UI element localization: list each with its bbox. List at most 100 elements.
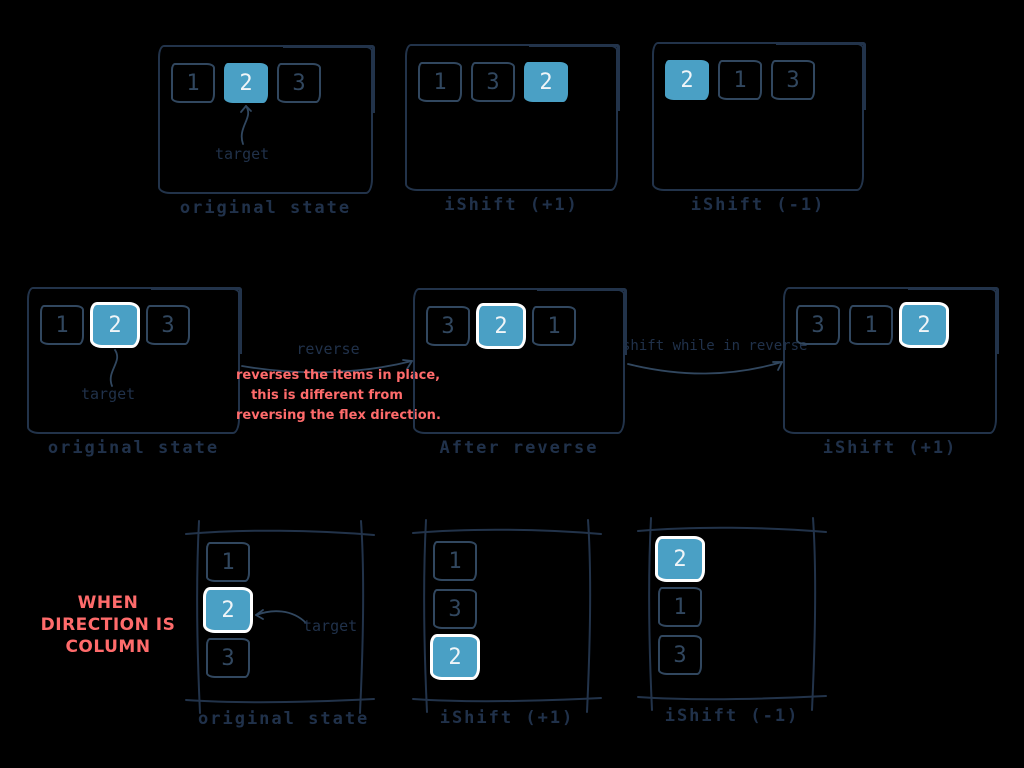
flex-item-value: 1	[433, 69, 447, 95]
flex-item-value: 3	[486, 69, 500, 95]
flex-item-value: 1	[547, 313, 561, 339]
flex-item-value: 2	[680, 67, 694, 93]
panel-row3-ishift-minus1: 2 1 3 iShift (-1)	[637, 517, 827, 726]
panel-row2-after-reverse: 3 2 1 After reverse	[413, 288, 628, 458]
column-note-line: COLUMN	[65, 637, 151, 657]
flex-item[interactable]: 3	[658, 635, 702, 675]
panel-caption: iShift (-1)	[690, 195, 826, 215]
panel-row1-original-state: 1 2 3 target original state	[158, 45, 376, 218]
flex-items: 1 2 3	[206, 542, 250, 678]
flex-item[interactable]: 1	[849, 305, 893, 345]
panel-row3-ishift-plus1: 1 3 2 iShift (+1)	[412, 519, 602, 728]
flex-container-column: 2 1 3	[637, 517, 827, 711]
flex-item-selected[interactable]: 2	[433, 637, 477, 677]
flex-item-value: 2	[917, 312, 931, 338]
panel-caption: original state	[179, 198, 352, 218]
flex-item[interactable]: 1	[532, 306, 576, 346]
flex-item-selected[interactable]: 2	[902, 305, 946, 345]
flex-items: 3 1 2	[796, 305, 946, 345]
flex-container: 3 2 1	[413, 288, 628, 434]
flex-items: 1 3 2	[433, 541, 477, 677]
flex-container: 2 1 3	[652, 42, 867, 191]
reverse-note-line: this is different from	[251, 388, 403, 403]
flex-item[interactable]: 3	[206, 638, 250, 678]
flex-item[interactable]: 1	[418, 62, 462, 102]
flex-items: 2 1 3	[665, 60, 815, 100]
flex-item-value: 3	[673, 642, 687, 668]
reverse-note-line: reverses the items in place,	[236, 368, 441, 383]
flex-item[interactable]: 3	[146, 305, 190, 345]
flex-item[interactable]: 3	[796, 305, 840, 345]
panel-caption: iShift (+1)	[822, 438, 958, 458]
flex-item-value: 1	[448, 548, 462, 574]
flex-item-value: 2	[221, 597, 235, 623]
flex-item[interactable]: 3	[277, 63, 321, 103]
panel-row3-original-state: 1 2 3 target original state	[185, 520, 375, 729]
flex-item[interactable]: 3	[426, 306, 470, 346]
flex-item-selected[interactable]: 2	[658, 539, 702, 579]
flex-item-value: 3	[292, 70, 306, 96]
flex-item-value: 3	[441, 313, 455, 339]
flex-item-value: 3	[448, 596, 462, 622]
flex-item-value: 1	[186, 70, 200, 96]
flex-item-value: 1	[221, 549, 235, 575]
flex-item[interactable]: 3	[471, 62, 515, 102]
flex-items: 3 2 1	[426, 306, 576, 346]
panel-caption: original state	[47, 438, 220, 458]
flex-item-highlighted[interactable]: 2	[224, 63, 268, 103]
reverse-arrow	[241, 359, 413, 374]
column-note-line: WHEN	[77, 593, 139, 613]
reverse-note-line: reversing the flex direction.	[236, 408, 441, 423]
flex-item[interactable]: 1	[658, 587, 702, 627]
flex-item-value: 2	[494, 313, 508, 339]
reverse-annotation-label: reverse	[296, 340, 360, 358]
flex-item-highlighted[interactable]: 2	[524, 62, 568, 102]
column-direction-note: WHEN DIRECTION IS COLUMN	[38, 592, 178, 658]
target-label: target	[303, 617, 358, 635]
flex-item-value: 3	[161, 312, 175, 338]
flex-item-value: 3	[811, 312, 825, 338]
flex-item-value: 2	[239, 70, 253, 96]
shift-annotation-label: shift while in reverse	[622, 338, 808, 354]
flex-container: 1 3 2	[405, 44, 620, 191]
flex-item-highlighted[interactable]: 2	[665, 60, 709, 100]
flex-item[interactable]: 1	[171, 63, 215, 103]
flex-container: 1 2 3 target	[27, 287, 242, 434]
flex-item-value: 1	[55, 312, 69, 338]
panel-caption: original state	[198, 709, 370, 729]
flex-item[interactable]: 1	[206, 542, 250, 582]
flex-item-selected[interactable]: 2	[206, 590, 250, 630]
panel-caption: After reverse	[439, 438, 599, 458]
flex-container: 3 1 2	[783, 287, 999, 434]
flex-items: 1 2 3	[40, 305, 190, 345]
target-arrow	[255, 609, 307, 624]
target-label: target	[215, 145, 270, 163]
flex-item-value: 2	[673, 546, 687, 572]
reverse-note: reverses the items in place, this is dif…	[236, 366, 441, 426]
flex-item[interactable]: 3	[771, 60, 815, 100]
flex-item[interactable]: 1	[40, 305, 84, 345]
panel-caption: iShift (-1)	[664, 706, 800, 726]
panel-row1-ishift-plus1: 1 3 2 iShift (+1)	[405, 44, 620, 215]
target-arrow	[109, 349, 118, 387]
flex-item[interactable]: 3	[433, 589, 477, 629]
flex-item-selected[interactable]: 2	[93, 305, 137, 345]
flex-item-value: 1	[733, 67, 747, 93]
flex-container-column: 1 2 3 target	[185, 520, 375, 714]
flex-item-value: 1	[673, 594, 687, 620]
flex-item-value: 2	[539, 69, 553, 95]
flex-items: 1 3 2	[418, 62, 568, 102]
target-label: target	[81, 385, 136, 403]
flex-container: 1 2 3 target	[158, 45, 376, 194]
panel-row2-ishift-plus1: 3 1 2 iShift (+1)	[783, 287, 999, 458]
flex-container-column: 1 3 2	[412, 519, 602, 713]
flex-items: 1 2 3	[171, 63, 321, 103]
target-arrow	[240, 105, 252, 145]
flex-item-value: 2	[108, 312, 122, 338]
panel-caption: iShift (+1)	[444, 195, 579, 215]
panel-row2-original-state: 1 2 3 target original state	[27, 287, 242, 458]
flex-item[interactable]: 1	[433, 541, 477, 581]
flex-item[interactable]: 1	[718, 60, 762, 100]
flex-item-selected[interactable]: 2	[479, 306, 523, 346]
